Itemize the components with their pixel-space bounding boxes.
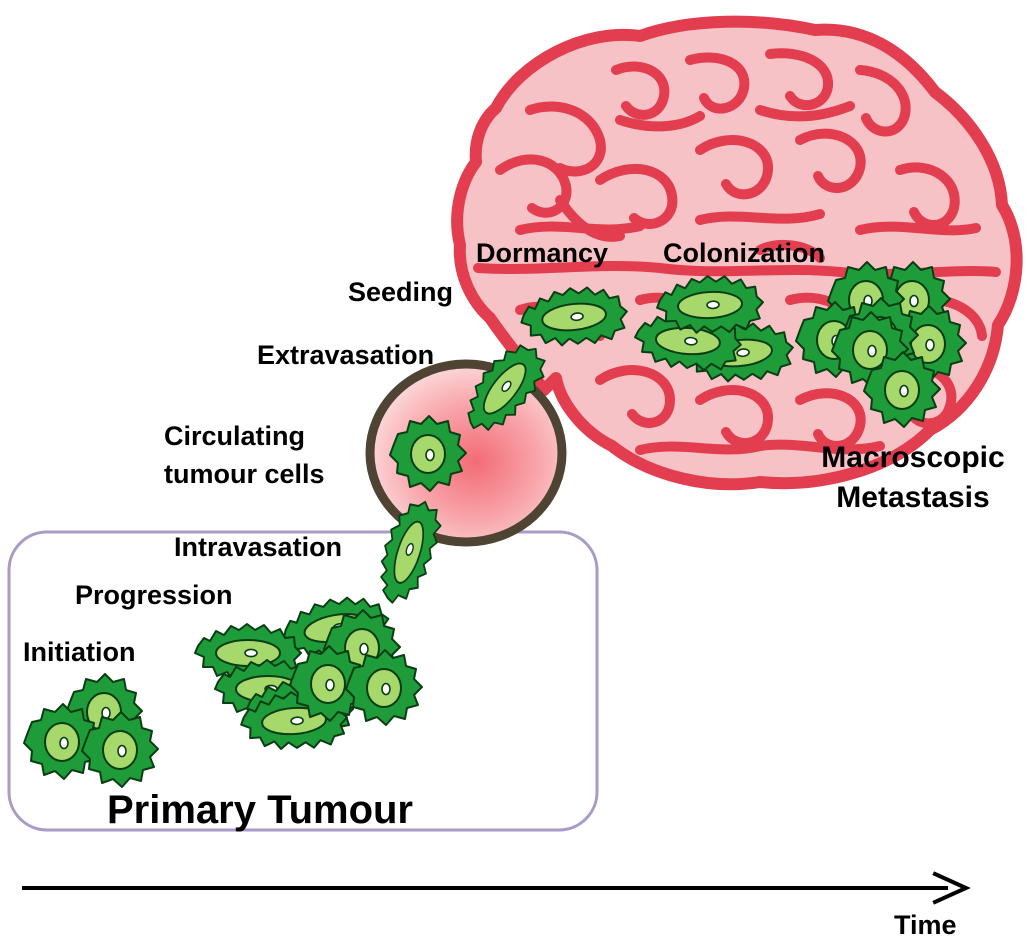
- intravasating-cell: [369, 494, 448, 610]
- label-circulating-line2: tumour cells: [164, 459, 325, 489]
- label-circulating-line1: Circulating: [164, 421, 305, 451]
- label-colonization: Colonization: [663, 238, 825, 268]
- label-intravasation: Intravasation: [174, 532, 342, 562]
- label-extravasation: Extravasation: [257, 340, 434, 370]
- label-seeding: Seeding: [348, 277, 453, 307]
- time-axis-arrow: [22, 874, 966, 902]
- label-metastasis-line1: Macroscopic: [798, 441, 1028, 475]
- time-axis-label: Time: [894, 910, 957, 940]
- label-dormancy: Dormancy: [476, 238, 608, 268]
- initiation-cell-cluster: [24, 674, 158, 787]
- progression-cell-cluster: [195, 590, 422, 752]
- label-initiation: Initiation: [23, 637, 135, 667]
- primary-tumour-label: Primary Tumour: [107, 788, 413, 833]
- label-metastasis-line2: Metastasis: [798, 481, 1028, 515]
- label-progression: Progression: [75, 580, 233, 610]
